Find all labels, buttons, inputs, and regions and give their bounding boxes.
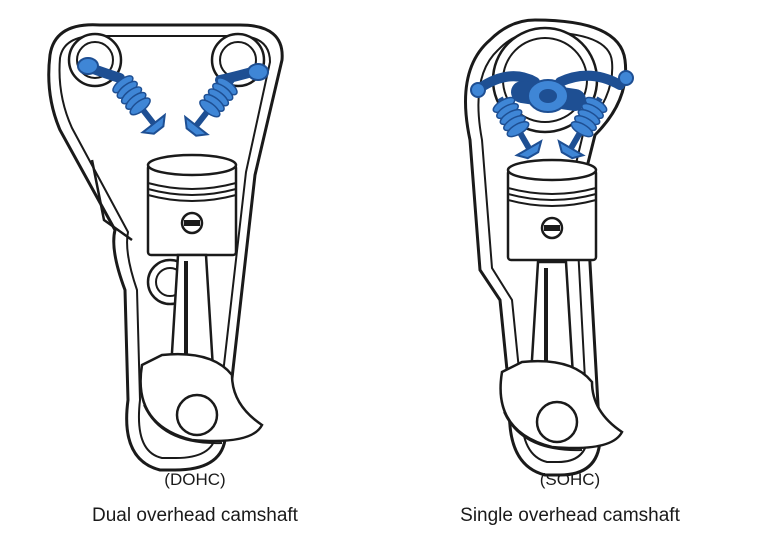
exhaust-valve <box>180 71 243 140</box>
sohc-engine-illustration <box>464 18 634 477</box>
piston <box>508 160 596 260</box>
timing-belt <box>47 23 284 472</box>
dohc-abbreviation: (DOHC) <box>164 470 226 489</box>
connecting-rod-and-crankshaft <box>498 260 624 453</box>
camshaft <box>511 79 586 113</box>
rocker-arms <box>470 70 634 98</box>
sohc-label: Single overhead camshaft <box>460 505 680 526</box>
timing-belt <box>464 18 628 477</box>
piston <box>148 155 236 255</box>
intake-camshaft <box>77 57 125 83</box>
intake-valve <box>107 69 170 138</box>
sohc-abbreviation: (SOHC) <box>539 470 601 489</box>
dohc-label: Dual overhead camshaft <box>92 505 298 526</box>
dohc-engine-illustration <box>47 23 284 472</box>
